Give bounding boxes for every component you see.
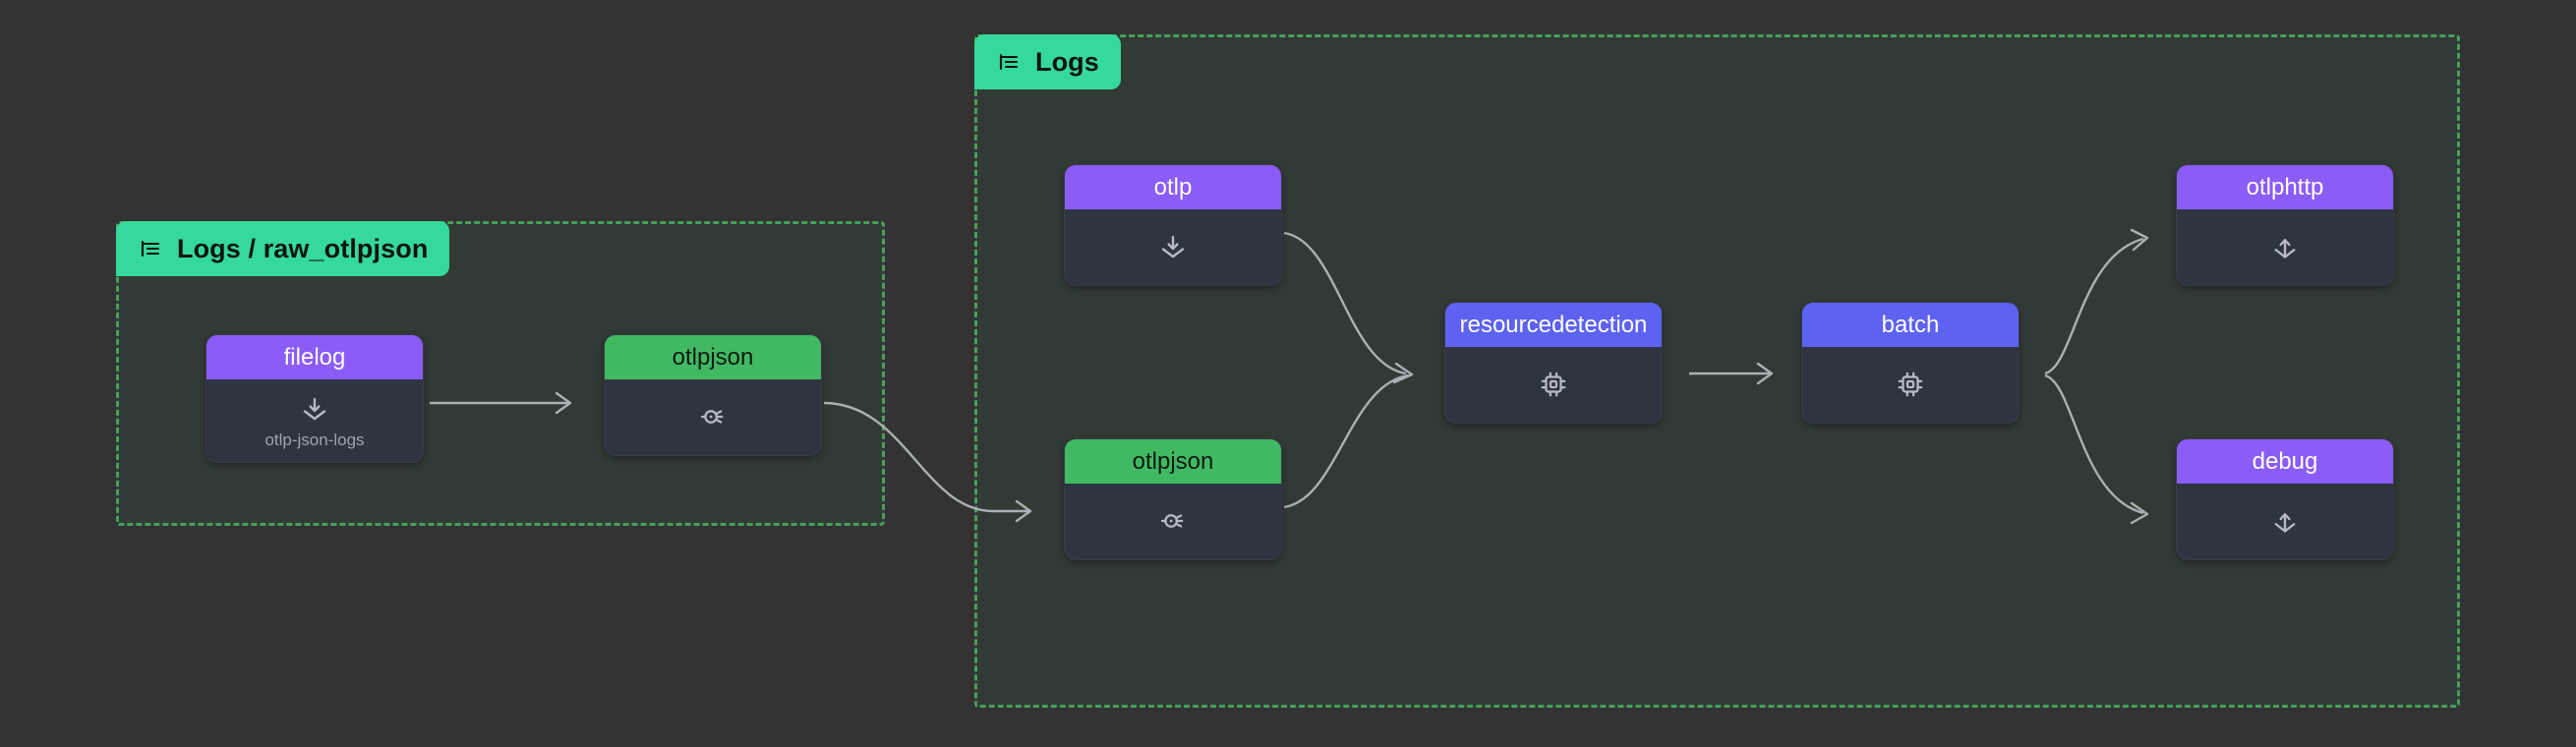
upload-exporter-icon xyxy=(2268,504,2302,538)
node-otlpjson-left[interactable]: otlpjson xyxy=(604,334,822,456)
node-otlpjson-right[interactable]: otlpjson xyxy=(1064,438,1282,560)
group-badge-logs[interactable]: Logs xyxy=(974,34,1121,89)
group-badge-label: Logs xyxy=(1035,46,1099,77)
node-batch[interactable]: batch xyxy=(1801,302,2020,424)
group-badge-raw-otlpjson[interactable]: Logs / raw_otlpjson xyxy=(116,221,450,276)
node-title: filelog xyxy=(206,335,423,379)
node-title: batch xyxy=(1802,303,2019,347)
download-receiver-icon xyxy=(298,392,331,426)
node-otlp[interactable]: otlp xyxy=(1064,164,1282,286)
logs-list-icon xyxy=(996,49,1022,75)
node-title: otlpjson xyxy=(605,335,821,379)
node-subtitle: otlp-json-logs xyxy=(264,430,365,449)
logs-list-icon xyxy=(138,236,163,261)
connector-plug-icon xyxy=(1156,504,1190,538)
cpu-chip-icon xyxy=(1537,368,1570,401)
connector-plug-icon xyxy=(696,400,730,433)
node-filelog[interactable]: filelog otlp-json-logs xyxy=(205,334,424,463)
node-debug[interactable]: debug xyxy=(2176,438,2394,560)
node-title: otlphttp xyxy=(2177,165,2393,209)
cpu-chip-icon xyxy=(1894,368,1927,401)
upload-exporter-icon xyxy=(2268,230,2302,263)
node-title: otlpjson xyxy=(1065,439,1281,484)
group-badge-label: Logs / raw_otlpjson xyxy=(177,233,429,263)
node-title: otlp xyxy=(1065,165,1281,209)
download-receiver-icon xyxy=(1156,230,1190,263)
node-otlphttp[interactable]: otlphttp xyxy=(2176,164,2394,286)
node-resourcedetection[interactable]: resourcedetection xyxy=(1444,302,1663,424)
pipeline-group-logs[interactable] xyxy=(974,34,2460,708)
node-title: resourcedetection xyxy=(1445,303,1662,347)
node-title: debug xyxy=(2177,439,2393,484)
